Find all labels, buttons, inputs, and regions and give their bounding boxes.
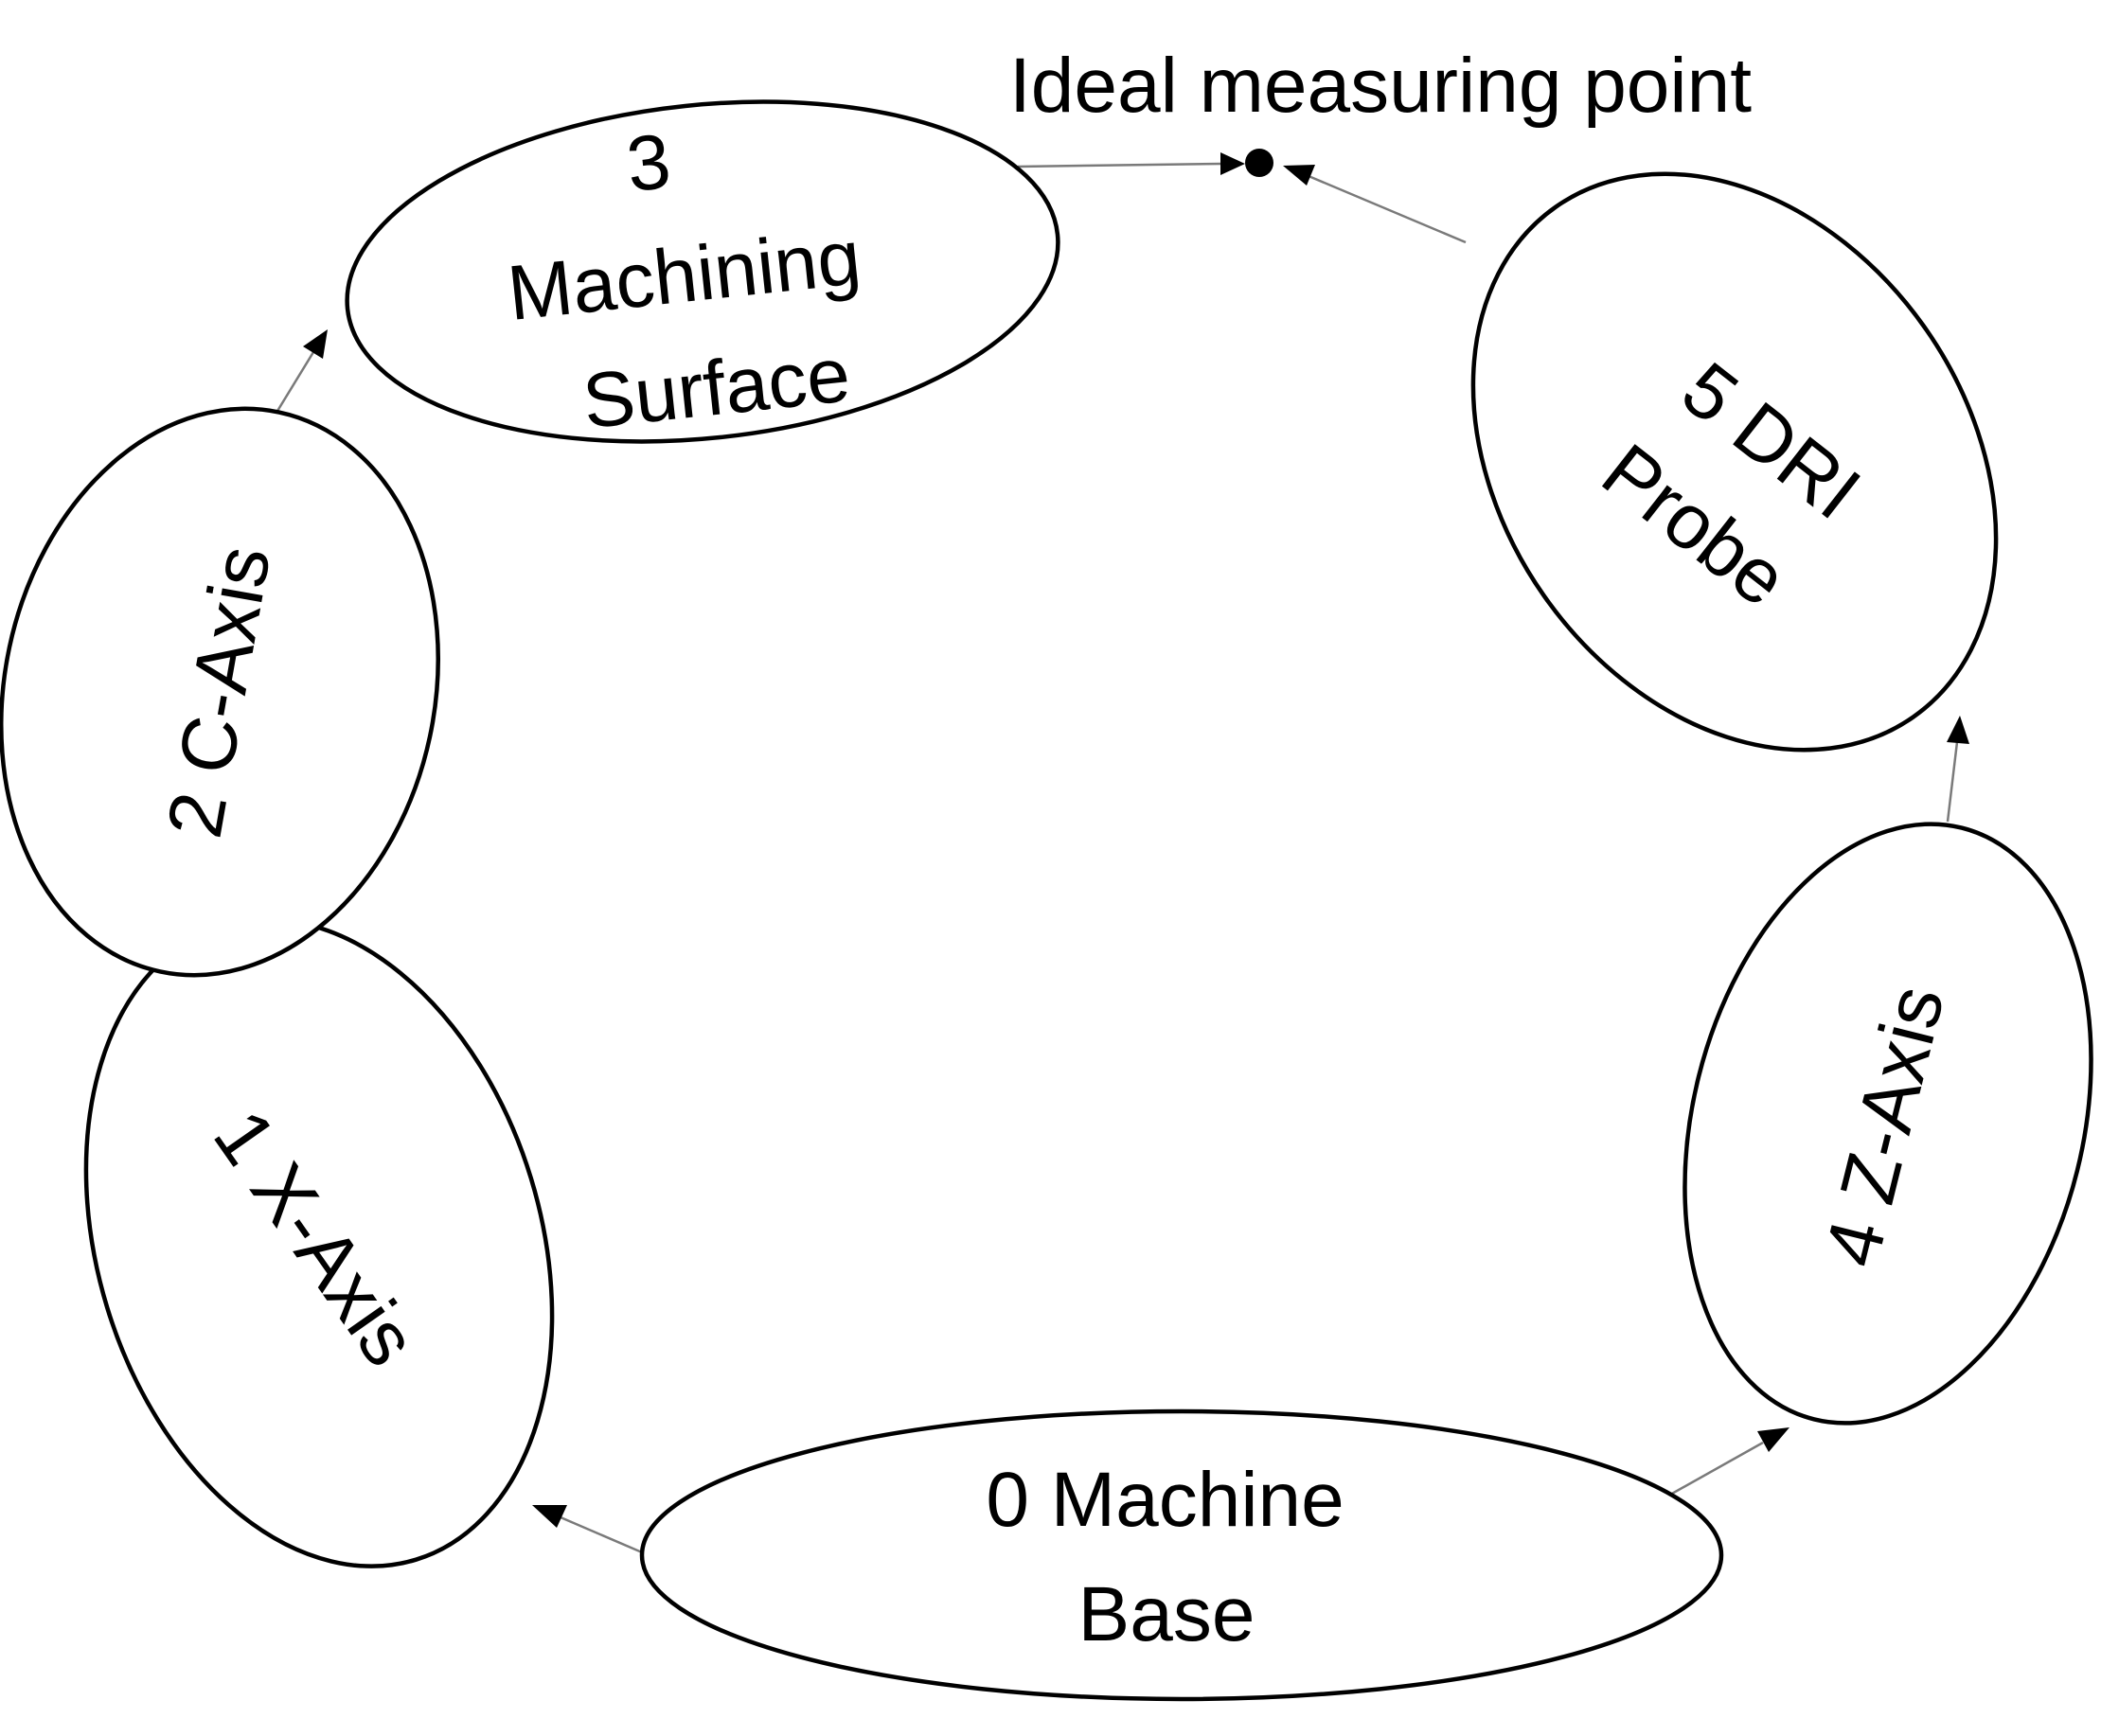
node-machining-surface-line-1: 3 (623, 118, 675, 208)
node-z-axis: 4 Z-Axis (1683, 822, 2093, 1426)
edge-machining-surface-to-point (1017, 162, 1222, 168)
edge-c-axis-to-machining-surface (270, 351, 315, 421)
edge-base-to-z-axis (1654, 1441, 1764, 1505)
arrow-head-point-right (1283, 165, 1315, 186)
arrow-head-machining-surface (303, 329, 328, 359)
arrow-head-z-axis (1757, 1427, 1789, 1452)
node-machine-base: 0 Machine Base (639, 1408, 1724, 1702)
edge-dri-probe-to-point (1308, 174, 1467, 244)
node-x-axis: 1 X-Axis (83, 917, 555, 1568)
ideal-measuring-point-dot (1245, 149, 1273, 177)
arrow-head-x-axis (532, 1505, 567, 1528)
node-c-axis: 2 C-Axis (0, 406, 440, 978)
node-machine-base-line-2: Base (1078, 1571, 1255, 1657)
node-machine-base-line-1: 0 Machine (986, 1457, 1344, 1543)
arrow-head-point-left (1220, 152, 1245, 175)
edge-base-to-x-axis (560, 1515, 643, 1554)
node-c-axis-ellipse (0, 406, 440, 978)
ideal-measuring-point-label: Ideal measuring point (1009, 43, 1752, 129)
node-machine-base-ellipse (639, 1408, 1724, 1702)
edge-z-axis-to-dri-probe (1946, 741, 1959, 823)
node-machining-surface: 3 Machining Surface (345, 99, 1060, 445)
node-machining-surface-ellipse (345, 99, 1060, 444)
node-machine-base-label: 0 Machine Base (986, 1457, 1365, 1657)
arrow-head-dri-probe (1947, 716, 1969, 744)
node-z-axis-ellipse (1683, 822, 2093, 1426)
node-dri-probe-ellipse (1470, 171, 1999, 753)
node-dri-probe: 5 DRI Probe (1470, 171, 1999, 753)
